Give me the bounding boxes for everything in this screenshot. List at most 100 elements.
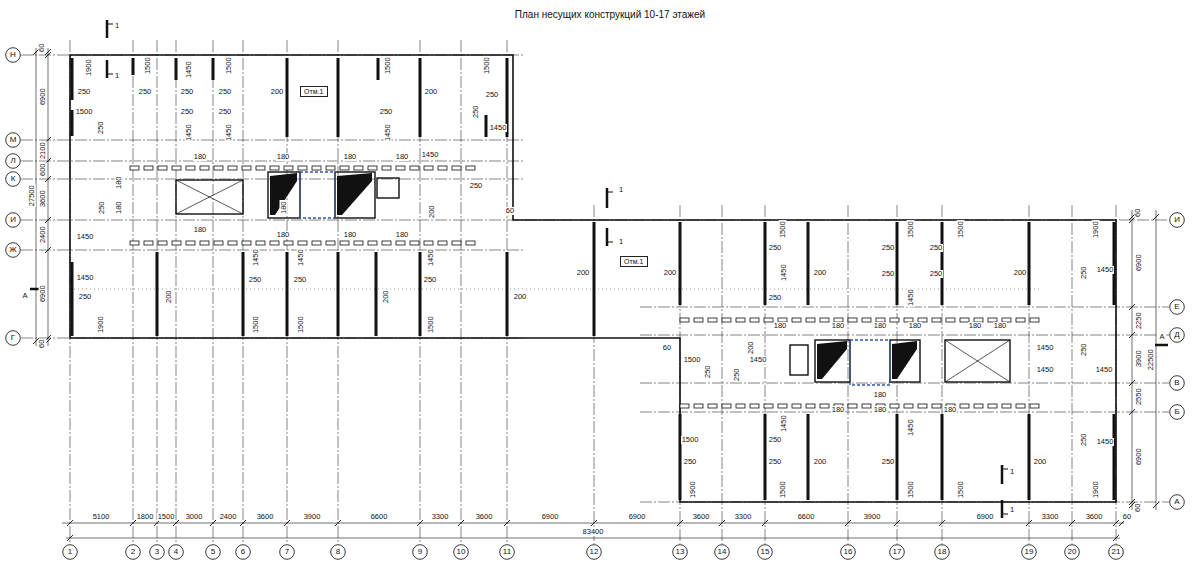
wall-pier: [242, 166, 251, 170]
node-text: 9: [418, 548, 422, 556]
wall-dimension: 1450: [251, 249, 259, 268]
node-text: 20: [1068, 548, 1077, 556]
dimension-text: 83400: [582, 528, 605, 536]
bubble-circle: [413, 545, 428, 560]
dimension-text: 3900: [303, 513, 322, 521]
wall-pier: [708, 404, 717, 408]
wall-pier: [452, 166, 461, 170]
wall-dimension: 250: [471, 105, 479, 120]
node-text: 16: [844, 548, 853, 556]
axis-bubble: В: [1169, 375, 1185, 391]
dim-tick: [591, 520, 597, 526]
wall-dimension: 1450: [426, 249, 434, 268]
dim-line: [48, 48, 49, 346]
dim-tick: [939, 520, 945, 526]
axis-bubble: 20: [1064, 544, 1080, 560]
wall-pier: [820, 404, 829, 408]
dim-tick: [1153, 502, 1159, 508]
wall-pier: [680, 404, 689, 408]
dimension-text: 3300: [431, 513, 450, 521]
stair-flight: [270, 173, 297, 215]
dimension-text: 60: [1122, 513, 1132, 521]
shear-wall: [896, 222, 899, 305]
wall-dimension: 250: [180, 108, 195, 116]
bubble-circle: [236, 545, 251, 560]
wall-dimension: 200: [813, 269, 828, 277]
plan-title: План несущих конструкций 10-17 этажей: [515, 9, 705, 20]
bubble-circle: [6, 331, 21, 346]
bubble-circle: [6, 172, 21, 187]
wall-dimension: 1450: [906, 289, 914, 308]
wall-pier: [410, 241, 419, 245]
shear-wall: [71, 262, 74, 336]
wall-dimension: 200: [746, 341, 754, 356]
wall-dimension: 180: [968, 322, 983, 330]
wall-dimension: 180: [193, 153, 208, 161]
dimension-text: 60: [38, 43, 46, 53]
node-text: 10: [457, 548, 466, 556]
wall-pier: [382, 166, 391, 170]
wall-pier: [848, 318, 857, 322]
wall-dimension: 250: [218, 108, 233, 116]
bubble-circle: [6, 243, 21, 258]
shear-wall: [71, 58, 74, 100]
section-mark: 1: [618, 238, 624, 246]
wall-dimension: 180: [993, 322, 1008, 330]
node-text: 21: [1112, 548, 1121, 556]
section-mark: 1: [114, 72, 120, 80]
wall-pier: [452, 241, 461, 245]
grid-axis: [243, 40, 244, 544]
wall-dimension: 180: [276, 153, 291, 161]
grid-axis: [338, 40, 339, 544]
dim-tick: [1119, 520, 1125, 526]
dimension-text: 2550: [1134, 388, 1142, 407]
wall-dimension: 250: [881, 270, 896, 278]
stair-flight: [337, 173, 372, 215]
elevator-cross: [176, 180, 243, 214]
dimension-text: 2100: [38, 142, 46, 161]
wall-pier: [326, 241, 335, 245]
dim-tick: [762, 520, 768, 526]
wall-pier: [438, 241, 447, 245]
bubble-circle: [6, 133, 21, 148]
dim-tick: [677, 520, 683, 526]
wall-dimension: 180: [873, 391, 888, 399]
shear-wall: [286, 58, 289, 137]
dim-tick: [1129, 380, 1135, 386]
wall-pier: [270, 241, 279, 245]
wall-dimension: 180: [395, 153, 410, 161]
wall-pier: [862, 404, 871, 408]
wall-pier: [228, 166, 237, 170]
wall-dimension: 1450: [1036, 366, 1055, 374]
wall-dimension: 180: [395, 231, 410, 239]
dim-tick: [173, 520, 179, 526]
wall-pier: [466, 241, 475, 245]
wall-dimension: 250: [1079, 433, 1087, 448]
node-text: 13: [676, 548, 685, 556]
wall-dimension: 1500: [482, 57, 490, 76]
shear-wall: [419, 58, 422, 137]
section-cut: [107, 24, 113, 25]
section-mark: 1: [114, 22, 120, 30]
node-text: К: [11, 175, 16, 183]
section-cut: [606, 228, 609, 246]
dim-tick: [284, 520, 290, 526]
dim-tick: [1069, 520, 1075, 526]
wall-pier: [848, 404, 857, 408]
axis-bubble: 8: [330, 544, 346, 560]
wall-dimension: 250: [423, 276, 438, 284]
wall-pier: [806, 404, 815, 408]
core-outline: [300, 172, 335, 218]
node-text: В: [1174, 379, 1179, 387]
section-mark: А: [1158, 333, 1165, 341]
grid-axis: [21, 140, 525, 141]
axis-bubble: И: [5, 212, 21, 228]
wall-dimension: 1450: [224, 124, 232, 143]
shear-wall: [1028, 414, 1031, 500]
wall-dimension: 1450: [421, 151, 440, 159]
wall-pier: [424, 241, 433, 245]
bubble-circle: [126, 545, 141, 560]
wall-pier: [820, 318, 829, 322]
dimension-text: 60: [38, 339, 46, 349]
dimension-text: 3900: [1134, 350, 1142, 369]
